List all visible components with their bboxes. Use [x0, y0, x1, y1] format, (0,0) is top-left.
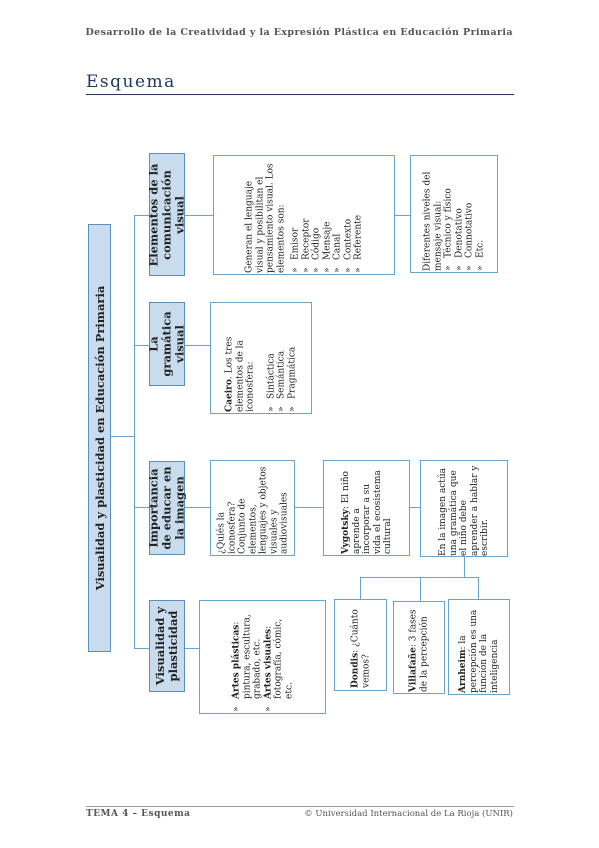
title-rule [86, 94, 514, 95]
footer-right: © Universidad Internacional de La Rioja … [304, 809, 513, 819]
elementos-intro: Generan el lenguaje visual y posibilitan… [244, 163, 286, 273]
list-item: Connotativo [465, 157, 476, 271]
category-label: Visualidad y plasticidad [153, 606, 180, 686]
niveles-intro: Diferentes niveles del mensaje visual: [422, 171, 444, 271]
root-node: Visualidad y plasticidad en Educación Pr… [88, 224, 111, 652]
caeiro-box: Caeiro. Los tres elementos de la iconosf… [210, 302, 312, 414]
artes-box: Artes plásticas: pintura, escultura, gra… [199, 600, 326, 714]
gramatica-imagen-box: En la imagen actúa una gramática que el … [420, 460, 508, 557]
running-header: Desarrollo de la Creatividad y la Expres… [85, 27, 513, 38]
root-node-label: Visualidad y plasticidad en Educación Pr… [92, 285, 107, 591]
elementos-list-box: Generan el lenguaje visual y posibilitan… [213, 155, 395, 275]
category-label: Importancia de educar en la imagen [146, 466, 187, 550]
artes-visuales-label: Artes visuales [262, 628, 273, 699]
iconosfera-box: ¿Quiés la iconosfera? Conjunto de elemen… [210, 460, 295, 556]
list-item: Contexto [343, 157, 354, 273]
category-label: Elementos de la comunicación visual [146, 163, 187, 266]
list-item: Denotativo [454, 157, 465, 271]
gramatica-imagen-text: En la imagen actúa una gramática que el … [437, 465, 490, 556]
list-item: Mensaje [322, 157, 333, 273]
category-importancia-imagen: Importancia de educar en la imagen [146, 461, 187, 555]
vygotsky-author: Vygotsky [340, 509, 351, 554]
list-item: Referente [353, 157, 364, 273]
vygotsky-box: Vygotsky: El niño aprende a incorporar a… [323, 460, 410, 556]
niveles-mensaje-box: Diferentes niveles del mensaje visual: T… [410, 155, 498, 273]
category-label: La gramática visual [146, 311, 187, 377]
footer-rule [86, 806, 514, 807]
arnheim-box: Arnheim: la percepción es una función de… [448, 599, 510, 695]
villafane-author: Villafañe [408, 646, 419, 692]
list-item: Emisor [290, 157, 301, 273]
dondis-author: Dondis [350, 652, 360, 688]
arnheim-author: Arnheim [458, 649, 468, 693]
list-item: Pragmática [287, 304, 298, 412]
list-item: Semántica [277, 304, 288, 412]
list-item: Canal [332, 157, 343, 273]
villafane-box: Villafañe: 3 fases de la percepción [393, 601, 445, 694]
category-elementos-comunicacion: Elementos de la comunicación visual [146, 153, 187, 276]
category-visualidad-plasticidad: Visualidad y plasticidad [149, 600, 185, 692]
footer-left: TEMA 4 – Esquema [86, 809, 191, 819]
iconosfera-text: ¿Quiés la iconosfera? Conjunto de elemen… [215, 466, 289, 554]
dondis-box: Dondis: ¿Cuánto vemos? [334, 599, 387, 691]
list-item: Técnico y físico [444, 157, 455, 271]
list-item: Etc. [475, 157, 486, 271]
list-item: Artes plásticas: pintura, escultura, gra… [231, 602, 263, 712]
category-gramatica-visual: La gramática visual [146, 302, 187, 386]
list-item: Receptor [301, 157, 312, 273]
page-title: Esquema [86, 72, 176, 92]
caeiro-author: Caeiro [224, 379, 235, 412]
artes-plasticas-label: Artes plásticas [231, 624, 241, 699]
list-item: Código [311, 157, 322, 273]
list-item: Sintáctica [266, 304, 277, 412]
list-item: Artes visuales: fotografía, cómic, etc. [263, 602, 295, 712]
